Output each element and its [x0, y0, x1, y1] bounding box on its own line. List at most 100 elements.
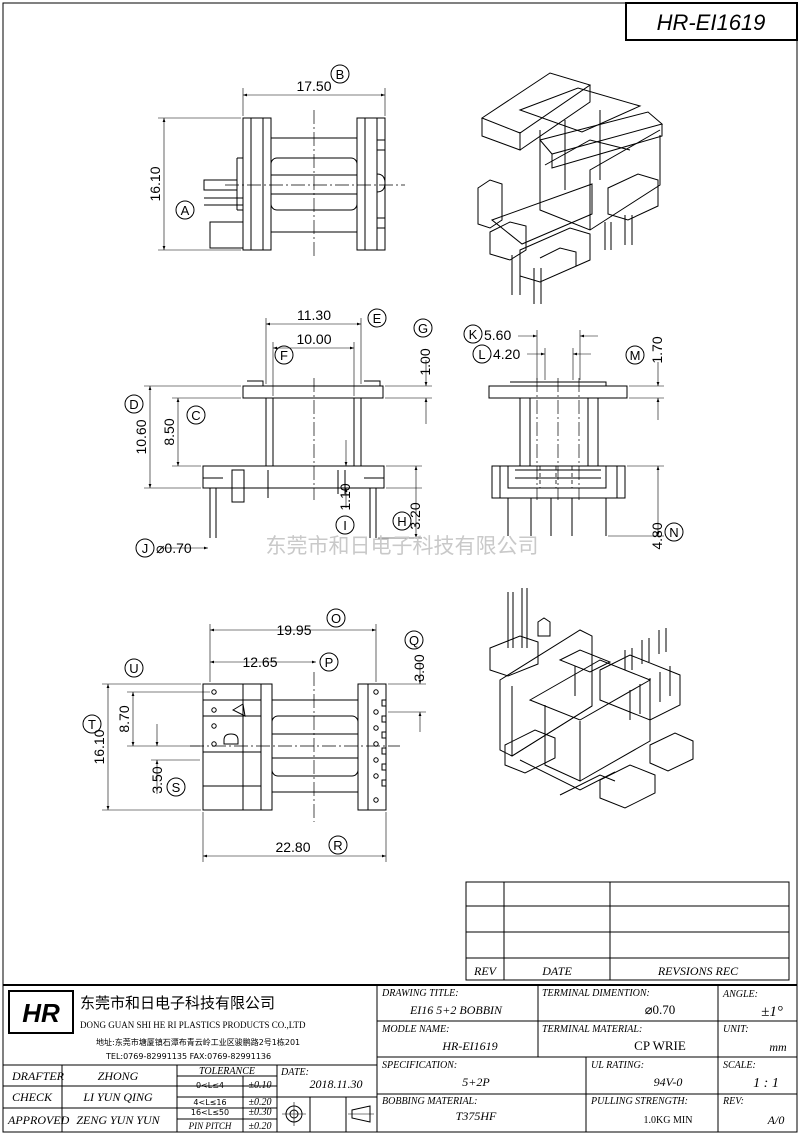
- dim-s-value: 3.50: [149, 766, 165, 793]
- dim-o-value: 19.95: [276, 622, 311, 638]
- terminal-material: CP WRIE: [634, 1038, 686, 1053]
- dim-u-value: 8.70: [116, 705, 132, 732]
- dim-m-value: 1.70: [649, 336, 665, 363]
- company-logo-box: [8, 990, 74, 1034]
- front-view: 11.30 E 10.00 F 1.00 G 10.60 D 8.50 C: [124, 307, 433, 558]
- revision-rev-header: REV: [473, 964, 498, 978]
- tolerance-range-3: 16<L≤50: [191, 1108, 229, 1117]
- bobbin-material-label: BOBBING MATERIAL:: [382, 1096, 477, 1107]
- drafter-label: DRAFTER: [11, 1069, 65, 1083]
- dim-e-value: 11.30: [297, 307, 331, 323]
- approved-label: APPROVED: [7, 1113, 70, 1127]
- bottom-view: 19.95 O 12.65 P 3.00 Q 16.10 T 8.70 U 3.: [82, 608, 427, 862]
- balloon-k: K: [469, 327, 478, 342]
- drawing-title: EI16 5+2 BOBBIN: [409, 1003, 503, 1017]
- dim-a-value: 16.10: [147, 166, 163, 201]
- pulling-strength: 1.0KG MIN: [644, 1115, 693, 1126]
- ul-rating-label: UL RATING:: [591, 1060, 644, 1071]
- title-block: HR 东莞市和日电子科技有限公司 DONG GUAN SHI HE RI PLA…: [3, 984, 797, 1132]
- angle-value: ±1°: [761, 1004, 783, 1020]
- tolerance-range-1: 0<L≤4: [196, 1081, 224, 1090]
- model-name-label: MODLE NAME:: [381, 1024, 450, 1035]
- watermark: 东莞市和日电子科技有限公司: [266, 534, 539, 558]
- specification-label: SPECIFICATION:: [382, 1060, 457, 1071]
- tolerance-value-2: ±0.20: [249, 1097, 272, 1108]
- company-address: 地址:东莞市塘厦镇石潭布青云岭工业区骏鹏路2号1栋201: [96, 1037, 300, 1047]
- pulling-strength-label: PULLING STRENGTH:: [590, 1096, 688, 1107]
- tolerance-value-3: ±0.30: [249, 1107, 272, 1118]
- balloon-e: E: [373, 311, 382, 326]
- model-name: HR-EI1619: [441, 1039, 497, 1053]
- balloon-q: Q: [409, 633, 419, 648]
- balloon-s: S: [172, 780, 181, 795]
- company-name-cn: 东莞市和日电子科技有限公司: [80, 994, 275, 1012]
- scale-label: SCALE:: [723, 1060, 756, 1071]
- company-contact: TEL:0769-82991135 FAX:0769-82991136: [105, 1052, 271, 1061]
- drawing-title-label: DRAWING TITLE:: [381, 988, 459, 999]
- tolerance-label: TOLERANCE: [199, 1066, 255, 1077]
- dim-d-value: 10.60: [133, 419, 149, 454]
- balloon-d: D: [129, 397, 138, 412]
- approved-name: ZENG YUN YUN: [76, 1113, 160, 1127]
- tolerance-value-1: ±0.10: [249, 1080, 272, 1091]
- top-view: 17.50 B 16.10 A: [147, 64, 405, 258]
- tolerance-range-2: 4<L≤16: [193, 1098, 226, 1107]
- projection-symbol: [282, 1102, 374, 1126]
- dim-l-value: 4.20: [493, 346, 520, 362]
- check-name: LI YUN QING: [82, 1090, 153, 1104]
- balloon-h: H: [397, 514, 406, 529]
- balloon-i: I: [343, 518, 347, 533]
- isometric-view-1: [477, 72, 664, 304]
- unit-value: mm: [769, 1040, 787, 1054]
- scale-value: 1 : 1: [753, 1076, 779, 1091]
- balloon-o: O: [331, 611, 341, 626]
- balloon-a: A: [181, 203, 190, 218]
- dim-f-value: 10.00: [296, 331, 331, 347]
- terminal-dimension-label: TERMINAL DIMENTION:: [542, 988, 650, 999]
- date-label: DATE:: [280, 1067, 309, 1078]
- unit-label: UNIT:: [723, 1024, 749, 1035]
- dim-g-value: 1.00: [417, 348, 433, 375]
- specification: 5+2P: [462, 1075, 490, 1089]
- revision-record-header: REVSIONS REC: [657, 964, 739, 978]
- revision-block: REV DATE REVSIONS REC: [465, 881, 790, 981]
- dim-p-value: 12.65: [242, 654, 277, 670]
- company-name-en: DONG GUAN SHI HE RI PLASTICS PRODUCTS CO…: [80, 1020, 306, 1030]
- side-view: K 5.60 L 4.20 1.70 M 4.80 N: [463, 324, 684, 550]
- balloon-l: L: [478, 347, 485, 362]
- balloon-p: P: [325, 655, 334, 670]
- dim-i-value: 1.10: [337, 483, 353, 510]
- dim-n-value: 4.80: [649, 522, 665, 549]
- dim-c-value: 8.50: [161, 418, 177, 445]
- tolerance-value-4: ±0.20: [249, 1121, 272, 1132]
- balloon-g: G: [418, 321, 428, 336]
- rev-value: A/0: [767, 1113, 785, 1127]
- dim-t-value: 16.10: [91, 729, 107, 764]
- balloon-j: J: [142, 541, 149, 556]
- terminal-dimension: ⌀0.70: [645, 1002, 676, 1017]
- dim-b-value: 17.50: [296, 78, 331, 94]
- isometric-view-2: [489, 588, 694, 809]
- balloon-t: T: [88, 717, 96, 732]
- drawing-number-box: HR-EI1619: [625, 2, 798, 41]
- terminal-material-label: TERMINAL MATERIAL:: [542, 1024, 642, 1035]
- dim-k-value: 5.60: [484, 327, 511, 343]
- bobbin-material: T375HF: [456, 1109, 497, 1123]
- balloon-c: C: [191, 408, 200, 423]
- tolerance-range-4: PIN PITCH: [188, 1121, 232, 1131]
- drawing-date: 2018.11.30: [309, 1077, 362, 1091]
- angle-label: ANGLE:: [722, 989, 758, 1000]
- drafter-name: ZHONG: [98, 1069, 139, 1083]
- revision-date-header: DATE: [541, 964, 572, 978]
- rev-label: REV:: [722, 1096, 744, 1107]
- company-logo: HR: [22, 998, 60, 1028]
- check-label: CHECK: [12, 1090, 53, 1104]
- drawing-number: HR-EI1619: [657, 10, 766, 35]
- balloon-n: N: [669, 525, 678, 540]
- ul-rating: 94V-0: [654, 1075, 683, 1089]
- dim-r-value: 22.80: [275, 839, 310, 855]
- balloon-u: U: [129, 661, 138, 676]
